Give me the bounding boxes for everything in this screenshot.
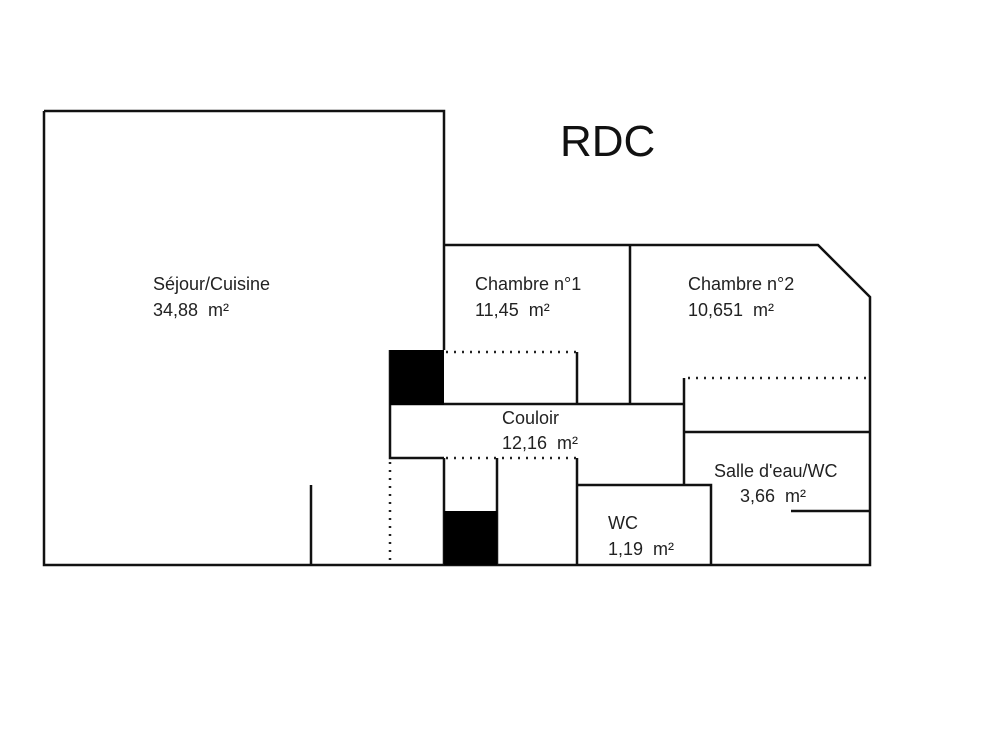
plan-title: RDC bbox=[560, 117, 655, 166]
room-area-chambre1: 11,45 m² bbox=[475, 300, 550, 320]
room-name-couloir: Couloir bbox=[502, 408, 559, 428]
room-name-chambre2: Chambre n°2 bbox=[688, 274, 794, 294]
room-name-chambre1: Chambre n°1 bbox=[475, 274, 581, 294]
room-name-wc: WC bbox=[608, 513, 638, 533]
room-name-sejour: Séjour/Cuisine bbox=[153, 274, 270, 294]
dotted-openings bbox=[388, 350, 870, 565]
duct-block-lower bbox=[444, 511, 497, 565]
room-area-wc: 1,19 m² bbox=[608, 539, 674, 559]
room-area-couloir: 12,16 m² bbox=[502, 433, 578, 453]
duct-block-upper bbox=[390, 350, 444, 405]
room-name-salle-eau: Salle d'eau/WC bbox=[714, 461, 838, 481]
room-area-sejour: 34,88 m² bbox=[153, 300, 229, 320]
room-area-salle-eau: 3,66 m² bbox=[740, 486, 806, 506]
room-area-chambre2: 10,651 m² bbox=[688, 300, 774, 320]
